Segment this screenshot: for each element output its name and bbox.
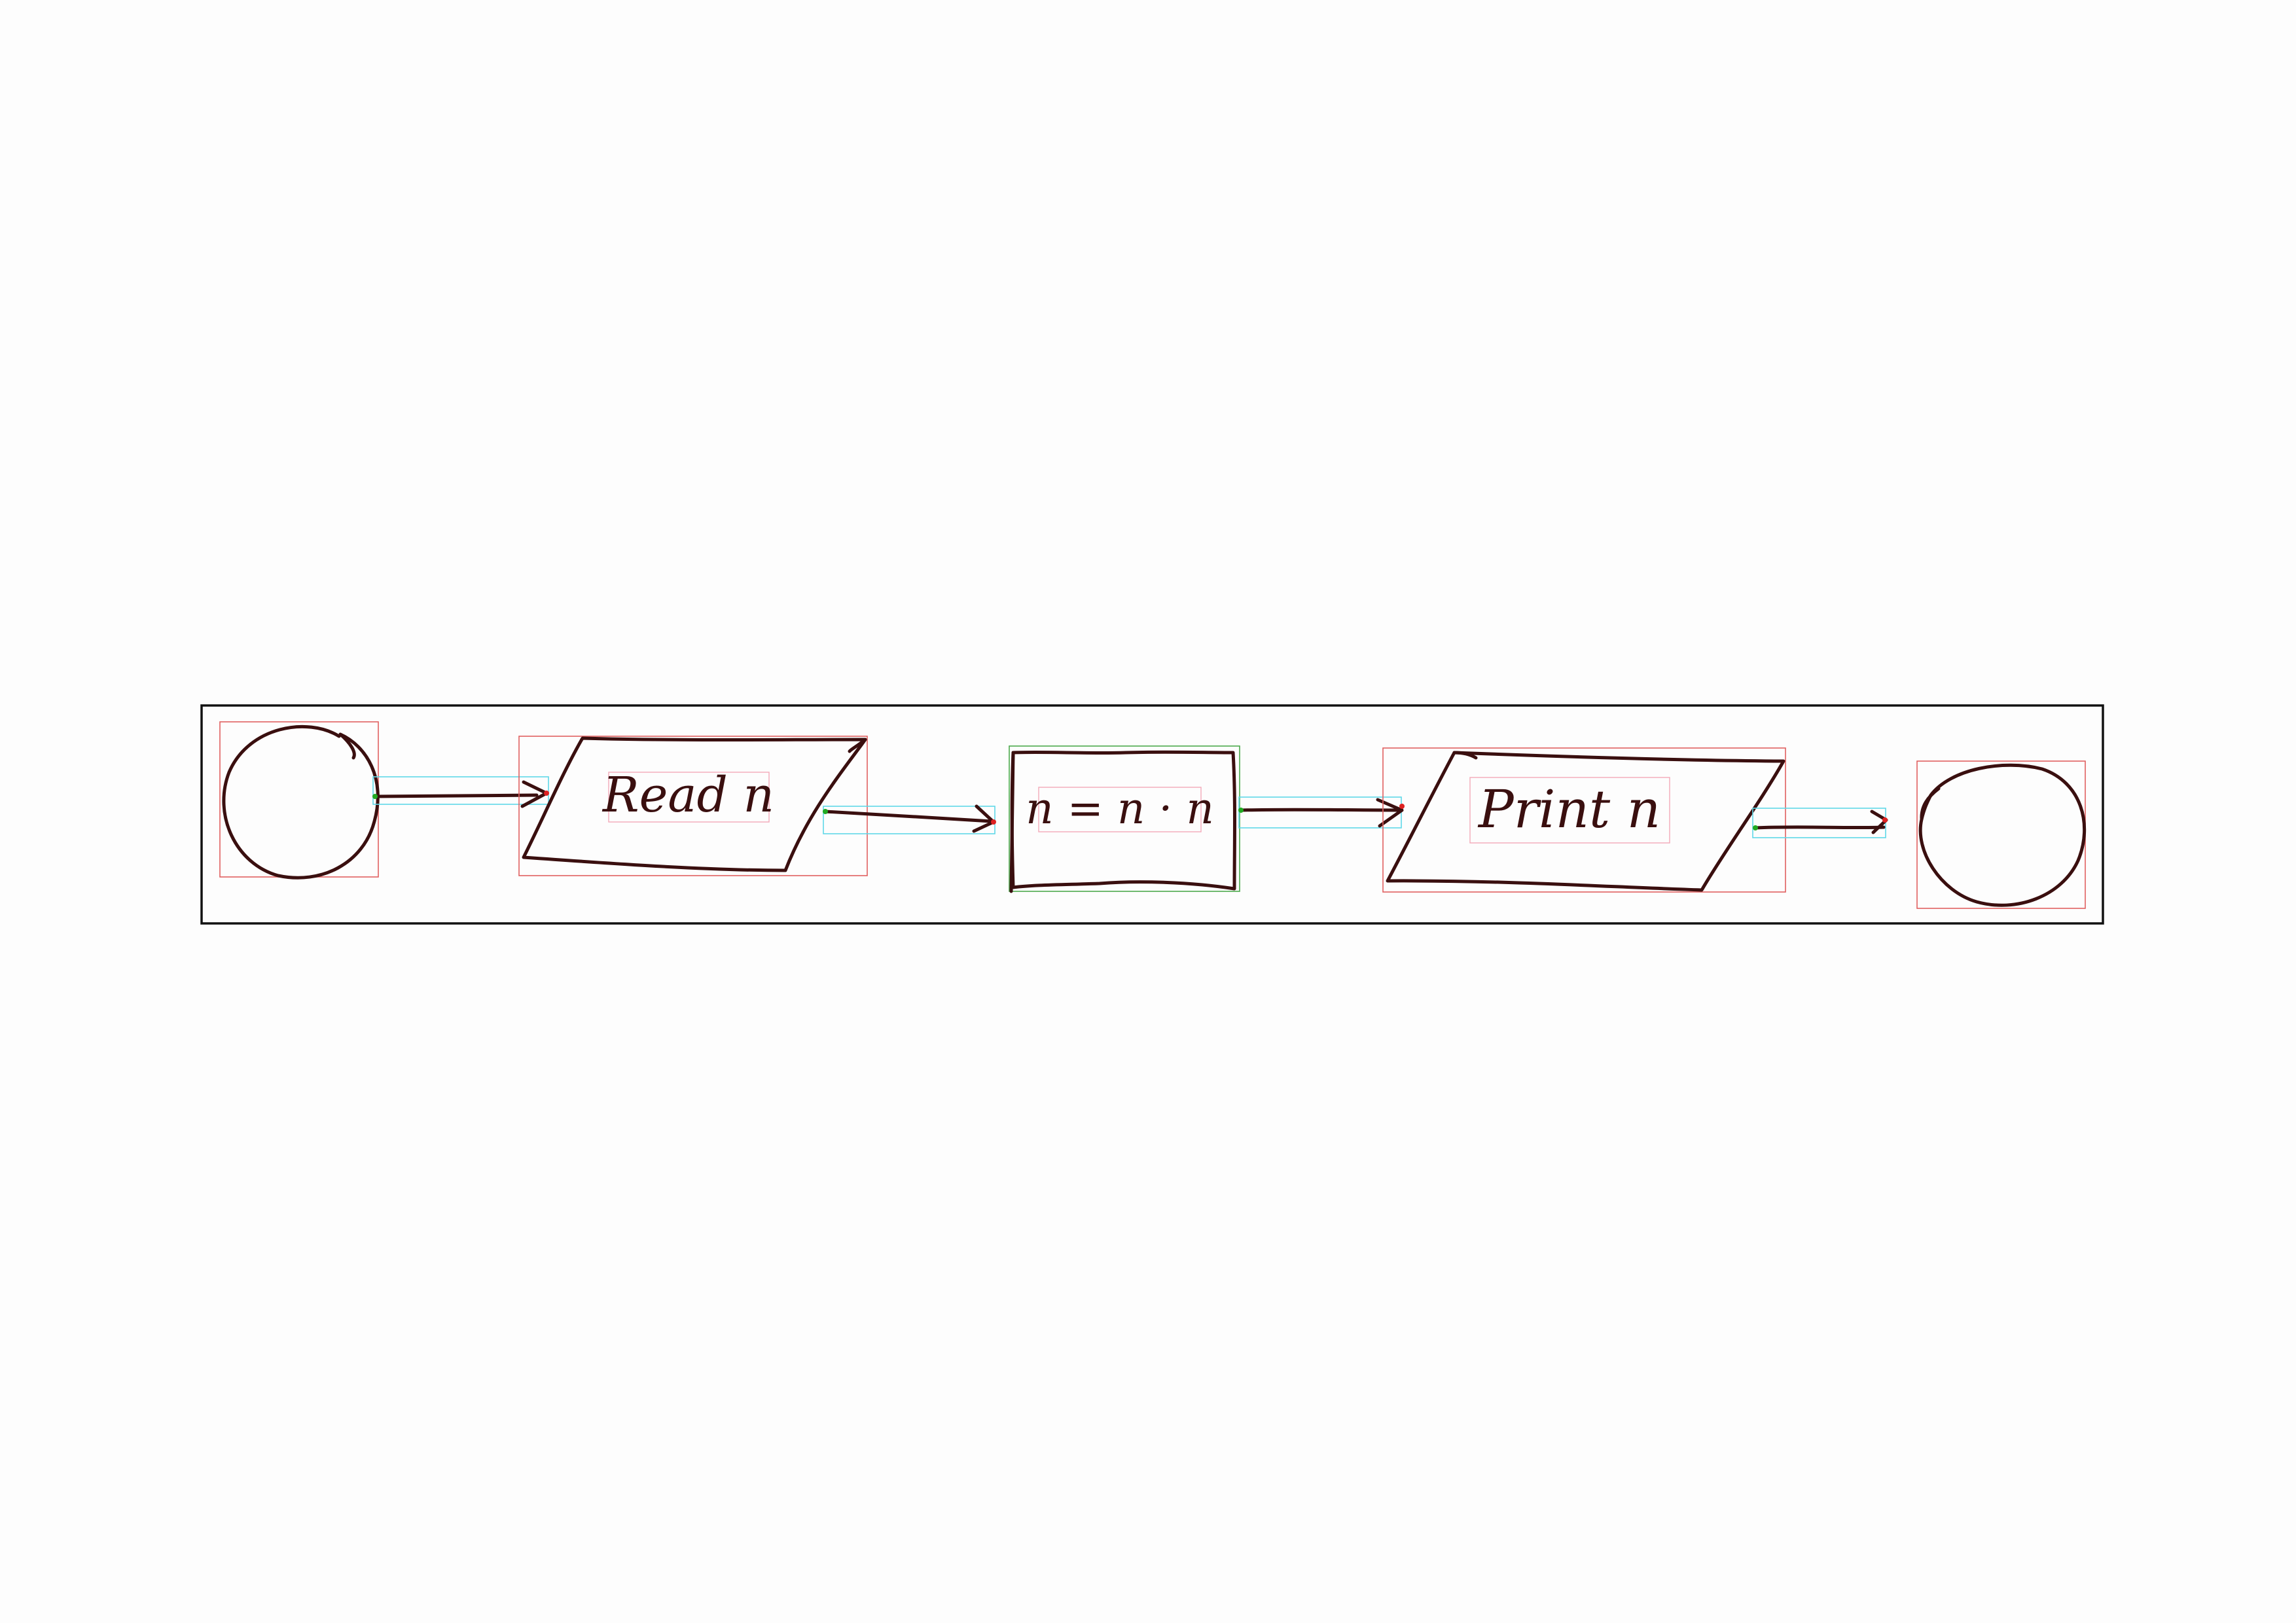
end-circle-start-tick (1920, 787, 1941, 821)
print-node: Print n (1382, 747, 1786, 893)
print-text-bbox (1469, 777, 1670, 844)
arrow-process-to-print (1238, 796, 1405, 829)
arrow-2-head (972, 804, 996, 833)
read-text-bbox (608, 772, 770, 823)
process-text-bbox (1038, 787, 1202, 832)
arrow-3-bbox (1238, 796, 1402, 829)
arrow-1-end-marker (544, 791, 549, 796)
end-circle-shape (1918, 763, 2087, 907)
arrow-1-start-marker (372, 794, 378, 799)
read-node: Read n (518, 736, 868, 876)
print-node-label: Print n (1477, 779, 1660, 840)
arrow-1-line (373, 793, 539, 798)
read-parallelogram-shape (522, 736, 867, 872)
process-node: n = n · n (1009, 745, 1240, 893)
arrow-2-end-marker (991, 819, 996, 825)
read-parallelogram-overshoot (848, 738, 867, 753)
process-rectangle-shape (1010, 750, 1236, 891)
diagram-frame (200, 704, 2104, 925)
arrow-4-bbox (1752, 808, 1886, 838)
arrow-2-line (823, 810, 994, 823)
start-circle-shape (222, 724, 380, 880)
end-node (1916, 760, 2087, 909)
arrow-start-to-read (372, 776, 549, 808)
print-parallelogram-shape (1386, 751, 1785, 892)
arrow-print-to-end (1752, 808, 1888, 838)
arrow-2-start-marker (823, 809, 828, 814)
arrow-4-line (1753, 825, 1886, 830)
read-node-label: Read n (601, 767, 774, 823)
print-parallelogram-overshoot (1452, 751, 1478, 760)
arrow-4-start-marker (1753, 825, 1758, 830)
arrow-4-end-marker (1882, 817, 1888, 823)
arrow-3-start-marker (1238, 808, 1244, 813)
arrow-read-to-process (823, 804, 996, 834)
arrow-1-bbox (372, 776, 549, 805)
arrow-3-head (1376, 798, 1404, 828)
process-rectangle-left-edge (1009, 751, 1015, 893)
process-node-label: n = n · n (1026, 783, 1214, 834)
arrow-3-end-marker (1399, 804, 1405, 809)
print-node-bbox (1382, 747, 1786, 893)
start-node (219, 721, 380, 880)
process-node-bbox (1009, 745, 1240, 892)
